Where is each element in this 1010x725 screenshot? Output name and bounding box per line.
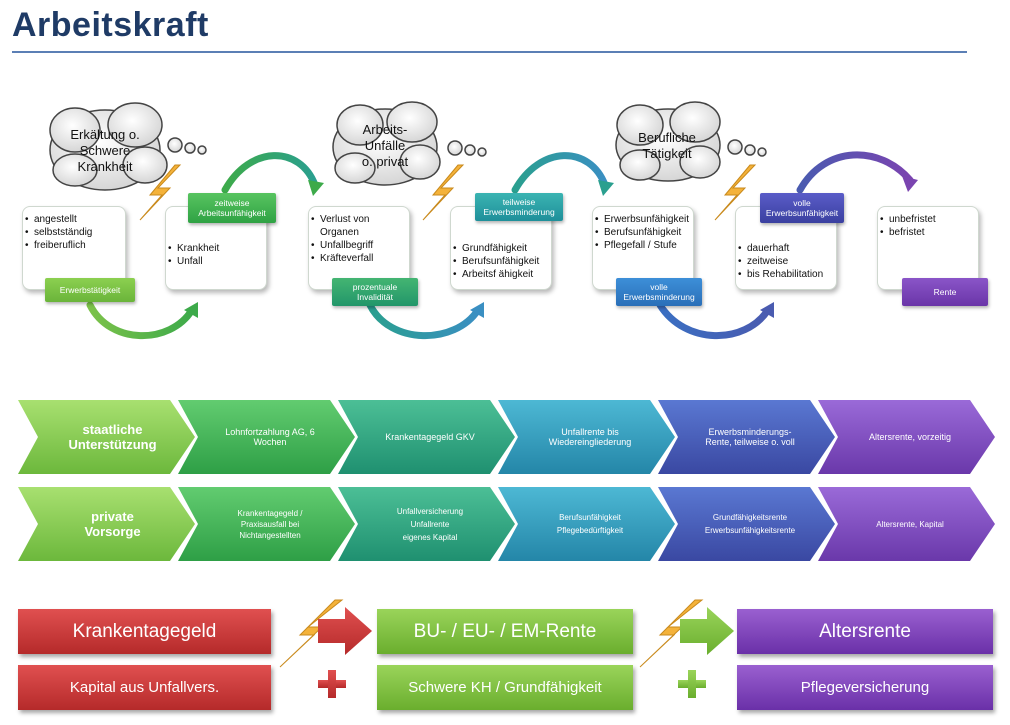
bottom-connectors bbox=[279, 599, 734, 698]
row-staatlich bbox=[18, 400, 995, 474]
chevron-step: Grundfähigkeitsrente Erwerbsunfähigkeits… bbox=[704, 513, 796, 535]
arrow-right-icon bbox=[318, 607, 372, 655]
chevron-step: Altersrente, vorzeitig bbox=[868, 432, 952, 442]
chevron-step: Berufsunfähigkeit Pflegebedürftigkeit bbox=[556, 513, 624, 535]
lightning-icon bbox=[422, 164, 465, 221]
tag-invaliditaet: prozentuale Invalidität bbox=[332, 278, 418, 306]
card-erwerbstaetigkeit: angestellt selbstständig freiberuflich bbox=[22, 206, 126, 290]
curve-arrow-1 bbox=[86, 301, 196, 340]
curve-arrow-top-3 bbox=[796, 151, 914, 194]
card-item: selbstständig bbox=[25, 226, 125, 239]
row-label: staatliche Unterstützung bbox=[68, 422, 157, 452]
card-item: Arbeitsf ähigkeit bbox=[453, 268, 551, 281]
card-item: Pflegefall / Stufe bbox=[595, 239, 693, 252]
chevron-step: Unfallversicherung Unfallrente eigenes K… bbox=[396, 506, 464, 542]
chevron bbox=[18, 487, 195, 561]
bar-altersrente: Altersrente bbox=[737, 609, 993, 654]
thought-cloud bbox=[49, 102, 207, 191]
card-item: Unfall bbox=[168, 255, 266, 268]
chevron bbox=[338, 487, 515, 561]
card-item: Unfallbegriff bbox=[311, 239, 409, 252]
chevron bbox=[498, 487, 675, 561]
title-divider bbox=[12, 51, 967, 53]
card-item: Berufsunfähigkeit bbox=[595, 226, 693, 239]
page-title: Arbeitskraft bbox=[12, 6, 209, 44]
bar-bu-eu-em-rente: BU- / EU- / EM-Rente bbox=[377, 609, 633, 654]
curve-arrow-1-head bbox=[184, 302, 198, 318]
curve-arrow-top-1-head bbox=[308, 180, 324, 196]
card-item: Grundfähigkeit bbox=[453, 242, 551, 255]
bar-schwere-kh: Schwere KH / Grundfähigkeit bbox=[377, 665, 633, 710]
chevron bbox=[658, 487, 835, 561]
cloud-text: Arbeits- Unfälle o. privat bbox=[361, 122, 409, 169]
lightning-icon bbox=[714, 164, 757, 221]
chevron-step: Unfallrente bis Wiedereingliederung bbox=[548, 427, 632, 447]
card-item: angestellt bbox=[25, 213, 125, 226]
tag-erwerbstaetigkeit: Erwerbstätigkeit bbox=[45, 278, 135, 302]
chevron bbox=[818, 487, 995, 561]
curve-arrow-2 bbox=[366, 301, 482, 340]
lightning-icon bbox=[639, 599, 704, 668]
card-item: unbefristet bbox=[880, 213, 978, 226]
curve-arrow-top-1 bbox=[221, 152, 319, 194]
chevron bbox=[498, 400, 675, 474]
chevron-step: Krankentagegeld GKV bbox=[385, 432, 475, 442]
card-item: Berufsunfähigkeit bbox=[453, 255, 551, 268]
card-item: Kräfteverfall bbox=[311, 252, 409, 265]
curve-arrow-3 bbox=[656, 301, 772, 340]
card-item: zeitweise bbox=[738, 255, 836, 268]
chevron bbox=[178, 487, 355, 561]
row-label: private Vorsorge bbox=[84, 509, 141, 539]
cloud-text: Erkältung o. Schwere Krankheit bbox=[70, 127, 140, 174]
card-item: befristet bbox=[880, 226, 978, 239]
tag-rente: Rente bbox=[902, 278, 988, 306]
curve-arrow-top-2 bbox=[511, 152, 609, 194]
tag-arbeitsunfaehigkeit: zeitweise Arbeitsunfähigkeit bbox=[188, 193, 276, 223]
chevron bbox=[658, 400, 835, 474]
curve-arrow-3-head bbox=[760, 302, 774, 318]
chevron bbox=[338, 400, 515, 474]
card-item: bis Rehabilitation bbox=[738, 268, 836, 281]
bar-pflegeversicherung: Pflegeversicherung bbox=[737, 665, 993, 710]
card-item: freiberuflich bbox=[25, 239, 125, 252]
thought-cloud bbox=[332, 101, 487, 186]
lightning-icon bbox=[279, 599, 344, 668]
chevron-rows bbox=[18, 400, 995, 561]
row-privat bbox=[18, 487, 995, 561]
cloud-text: Berufliche Tätigkeit bbox=[638, 130, 696, 161]
curve-arrow-2-head bbox=[470, 302, 484, 318]
chevron bbox=[178, 400, 355, 474]
bar-kapital-unfallvers: Kapital aus Unfallvers. bbox=[18, 665, 271, 710]
tag-volle-erwerbsminderung: volle Erwerbsminderung bbox=[616, 278, 702, 306]
tag-volle-erwerbsunfaehigkeit: volle Erwerbsunfähigkeit bbox=[760, 193, 844, 223]
card-erwerbsunfaehigkeit: dauerhaft zeitweise bis Rehabilitation bbox=[735, 206, 837, 290]
card-item: dauerhaft bbox=[738, 242, 836, 255]
curve-arrow-top-3-head bbox=[902, 176, 918, 192]
card-rente: unbefristet befristet bbox=[877, 206, 979, 290]
chevron-step: Lohnfortzahlung AG, 6 Wochen bbox=[225, 427, 315, 447]
tag-teilweise-erwerbsminderung: teilweise Erwerbsminderung bbox=[475, 193, 563, 221]
lightning-icon bbox=[139, 164, 182, 221]
card-item: Erwerbsunfähigkeit bbox=[595, 213, 693, 226]
chevron-step: Erwerbsminderungs- Rente, teilweise o. v… bbox=[705, 427, 795, 447]
card-volle-erwerbsminderung: Erwerbsunfähigkeit Berufsunfähigkeit Pfl… bbox=[592, 206, 694, 290]
plus-icon bbox=[318, 670, 346, 698]
chevron-step: Altersrente, Kapital bbox=[876, 519, 944, 529]
card-invaliditaet: Verlust von Organen Unfallbegriff Kräfte… bbox=[308, 206, 410, 290]
bar-krankentagegeld: Krankentagegeld bbox=[18, 609, 271, 654]
arrow-right-icon bbox=[680, 607, 734, 655]
card-item: Krankheit bbox=[168, 242, 266, 255]
chevron-step: Krankentagegeld / Praxisausfall bei Nich… bbox=[237, 508, 303, 540]
chevron bbox=[818, 400, 995, 474]
card-item: Verlust von Organen bbox=[311, 213, 409, 239]
chevron bbox=[18, 400, 195, 474]
plus-icon bbox=[678, 670, 706, 698]
curve-arrow-top-2-head bbox=[598, 180, 614, 196]
thought-cloud bbox=[615, 101, 767, 182]
flow-diagram bbox=[49, 101, 918, 340]
